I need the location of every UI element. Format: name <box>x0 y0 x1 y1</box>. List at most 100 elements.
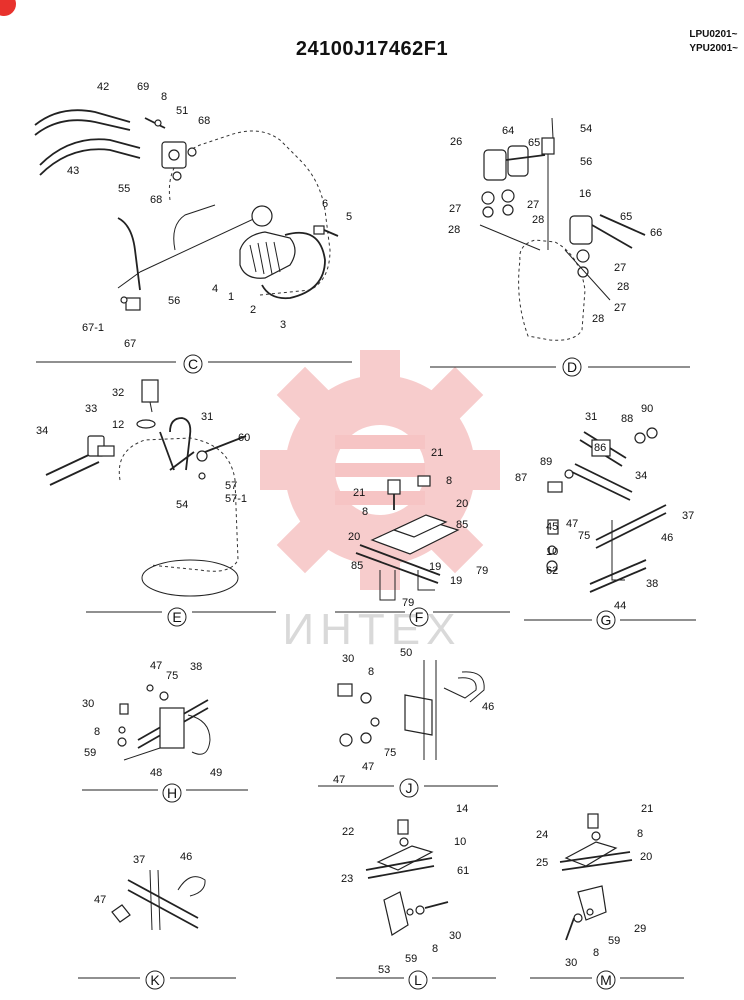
svg-text:6: 6 <box>322 198 328 210</box>
section-label-e: E <box>172 609 181 625</box>
svg-text:22: 22 <box>342 826 354 838</box>
svg-text:8: 8 <box>362 506 368 518</box>
svg-text:57: 57 <box>225 480 237 492</box>
svg-text:30: 30 <box>449 930 461 942</box>
section-d-callouts: 54 26 64 65 56 27 27 28 28 16 65 66 27 2… <box>448 123 662 325</box>
svg-text:30: 30 <box>342 653 354 665</box>
section-e-drawing <box>45 379 276 627</box>
svg-text:5: 5 <box>346 211 352 223</box>
svg-text:61: 61 <box>457 865 469 877</box>
serial-line-2: YPU2001~ <box>689 43 738 54</box>
svg-text:29: 29 <box>634 923 646 935</box>
section-d-drawing <box>430 117 690 377</box>
svg-text:64: 64 <box>502 125 514 137</box>
svg-text:33: 33 <box>85 403 97 415</box>
svg-text:68: 68 <box>198 115 210 127</box>
svg-text:42: 42 <box>97 81 109 93</box>
svg-text:57-1: 57-1 <box>225 493 247 505</box>
section-m-drawing <box>530 813 684 990</box>
svg-text:37: 37 <box>133 854 145 866</box>
svg-text:51: 51 <box>176 105 188 117</box>
svg-text:14: 14 <box>456 803 468 815</box>
svg-text:45: 45 <box>546 521 558 533</box>
svg-text:50: 50 <box>400 647 412 659</box>
svg-text:69: 69 <box>137 81 149 93</box>
section-j-callouts: 30 8 50 46 75 47 47 <box>333 647 494 786</box>
svg-text:10: 10 <box>454 836 466 848</box>
svg-text:60: 60 <box>238 432 250 444</box>
svg-text:25: 25 <box>536 857 548 869</box>
svg-text:89: 89 <box>540 456 552 468</box>
svg-text:54: 54 <box>176 499 188 511</box>
svg-text:56: 56 <box>580 156 592 168</box>
svg-text:75: 75 <box>166 670 178 682</box>
section-label-d: D <box>567 359 577 375</box>
section-k-drawing <box>78 869 236 990</box>
svg-text:20: 20 <box>456 498 468 510</box>
section-label-l: L <box>414 972 422 988</box>
svg-text:30: 30 <box>565 957 577 969</box>
section-label-g: G <box>601 612 612 628</box>
svg-text:8: 8 <box>432 943 438 955</box>
svg-text:66: 66 <box>650 227 662 239</box>
page-title: 24100J17462F1 <box>295 38 449 60</box>
svg-text:54: 54 <box>580 123 592 135</box>
svg-text:8: 8 <box>94 726 100 738</box>
section-e-callouts: 32 33 12 31 34 60 57 57-1 54 <box>36 387 250 511</box>
svg-text:56: 56 <box>168 295 180 307</box>
section-label-j: J <box>406 780 413 796</box>
svg-text:88: 88 <box>621 413 633 425</box>
svg-text:8: 8 <box>446 475 452 487</box>
svg-text:67-1: 67-1 <box>82 322 104 334</box>
svg-text:8: 8 <box>593 947 599 959</box>
svg-text:34: 34 <box>36 425 48 437</box>
svg-text:48: 48 <box>150 767 162 779</box>
svg-text:79: 79 <box>402 597 414 609</box>
svg-text:31: 31 <box>585 411 597 423</box>
svg-text:47: 47 <box>150 660 162 672</box>
svg-text:26: 26 <box>450 136 462 148</box>
svg-text:1: 1 <box>228 291 234 303</box>
section-label-k: K <box>150 972 160 988</box>
svg-text:20: 20 <box>640 851 652 863</box>
section-k-callouts: 37 46 47 <box>94 851 192 906</box>
svg-text:32: 32 <box>112 387 124 399</box>
serial-range: LPU0201~ YPU2001~ <box>689 28 738 56</box>
svg-text:47: 47 <box>94 894 106 906</box>
svg-text:12: 12 <box>112 419 124 431</box>
svg-text:8: 8 <box>161 91 167 103</box>
section-g-drawing <box>524 427 696 630</box>
svg-text:46: 46 <box>482 701 494 713</box>
svg-text:47: 47 <box>566 518 578 530</box>
svg-text:38: 38 <box>646 578 658 590</box>
svg-text:28: 28 <box>532 214 544 226</box>
section-c-callouts: 42 69 8 51 68 43 55 68 6 5 4 1 2 3 56 67… <box>67 81 352 350</box>
section-label-c: C <box>188 356 198 372</box>
section-f-drawing <box>335 475 510 627</box>
svg-text:38: 38 <box>190 661 202 673</box>
svg-text:46: 46 <box>661 532 673 544</box>
svg-text:68: 68 <box>150 194 162 206</box>
svg-text:90: 90 <box>641 403 653 415</box>
section-l-callouts: 14 22 10 61 23 30 8 59 53 <box>341 803 469 976</box>
section-label-m: M <box>600 972 612 988</box>
svg-text:37: 37 <box>682 510 694 522</box>
svg-text:85: 85 <box>351 560 363 572</box>
svg-text:79: 79 <box>476 565 488 577</box>
svg-text:55: 55 <box>118 183 130 195</box>
section-g-callouts: 31 88 90 86 89 87 34 37 45 47 75 10 46 6… <box>515 403 694 612</box>
section-h-callouts: 47 75 38 30 8 59 48 49 <box>82 660 222 779</box>
svg-text:43: 43 <box>67 165 79 177</box>
svg-text:59: 59 <box>84 747 96 759</box>
section-h-drawing <box>82 684 248 803</box>
svg-text:21: 21 <box>431 447 443 459</box>
svg-text:28: 28 <box>448 224 460 236</box>
svg-text:21: 21 <box>353 487 365 499</box>
svg-text:23: 23 <box>341 873 353 885</box>
svg-text:27: 27 <box>614 302 626 314</box>
svg-text:16: 16 <box>579 188 591 200</box>
svg-text:24: 24 <box>536 829 548 841</box>
svg-text:75: 75 <box>578 530 590 542</box>
section-m-callouts: 21 8 24 20 25 29 59 8 30 <box>536 803 653 969</box>
